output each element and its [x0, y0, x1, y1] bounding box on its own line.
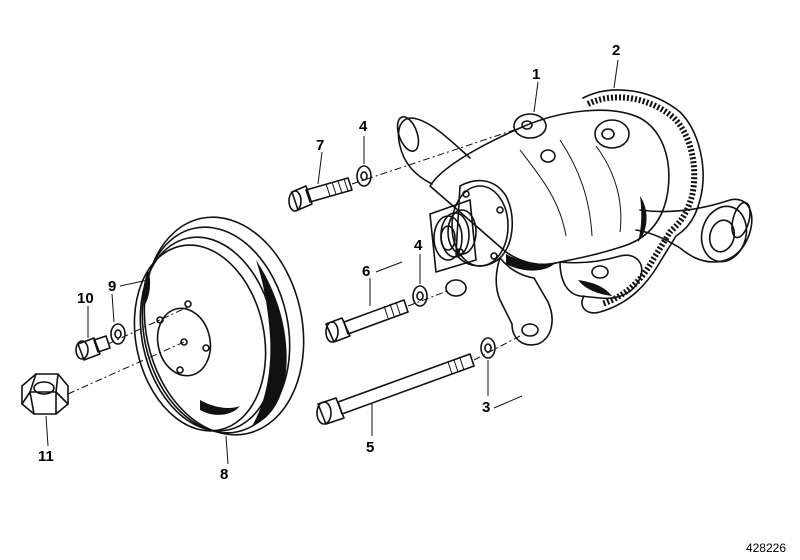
callout-8: 8 — [220, 466, 228, 483]
water-pump-part — [396, 109, 753, 346]
callout-11: 11 — [38, 448, 54, 465]
callout-7: 7 — [316, 137, 324, 154]
callout-4-lower: 4 — [414, 237, 423, 254]
pulley-part — [133, 216, 305, 436]
callout-10: 10 — [77, 290, 94, 307]
assembly-center-lines — [67, 127, 521, 395]
diagram-reference-number: 428226 — [746, 541, 786, 555]
callout-labels: 1 2 3 4 4 5 6 7 8 9 10 11 — [38, 42, 620, 483]
bolt-part-7 — [288, 177, 353, 212]
callout-6: 6 — [362, 263, 370, 280]
callout-9: 9 — [108, 278, 116, 295]
bolt-part-6 — [325, 299, 409, 343]
callout-1: 1 — [532, 66, 540, 83]
callout-leader-lines — [45, 59, 619, 465]
lock-washer-part-3 — [480, 337, 496, 359]
callout-5: 5 — [366, 439, 374, 456]
washer-part-9 — [110, 323, 126, 345]
bolt-part-10 — [75, 335, 111, 361]
bolt-part-5 — [316, 353, 475, 425]
nut-part-11 — [21, 373, 69, 415]
callout-4-upper: 4 — [359, 118, 368, 135]
callout-3: 3 — [482, 399, 490, 416]
callout-2: 2 — [612, 42, 620, 59]
lock-washer-part-4-lower — [412, 285, 428, 307]
lock-washer-part-4-upper — [356, 165, 372, 187]
gasket-part — [581, 89, 704, 314]
